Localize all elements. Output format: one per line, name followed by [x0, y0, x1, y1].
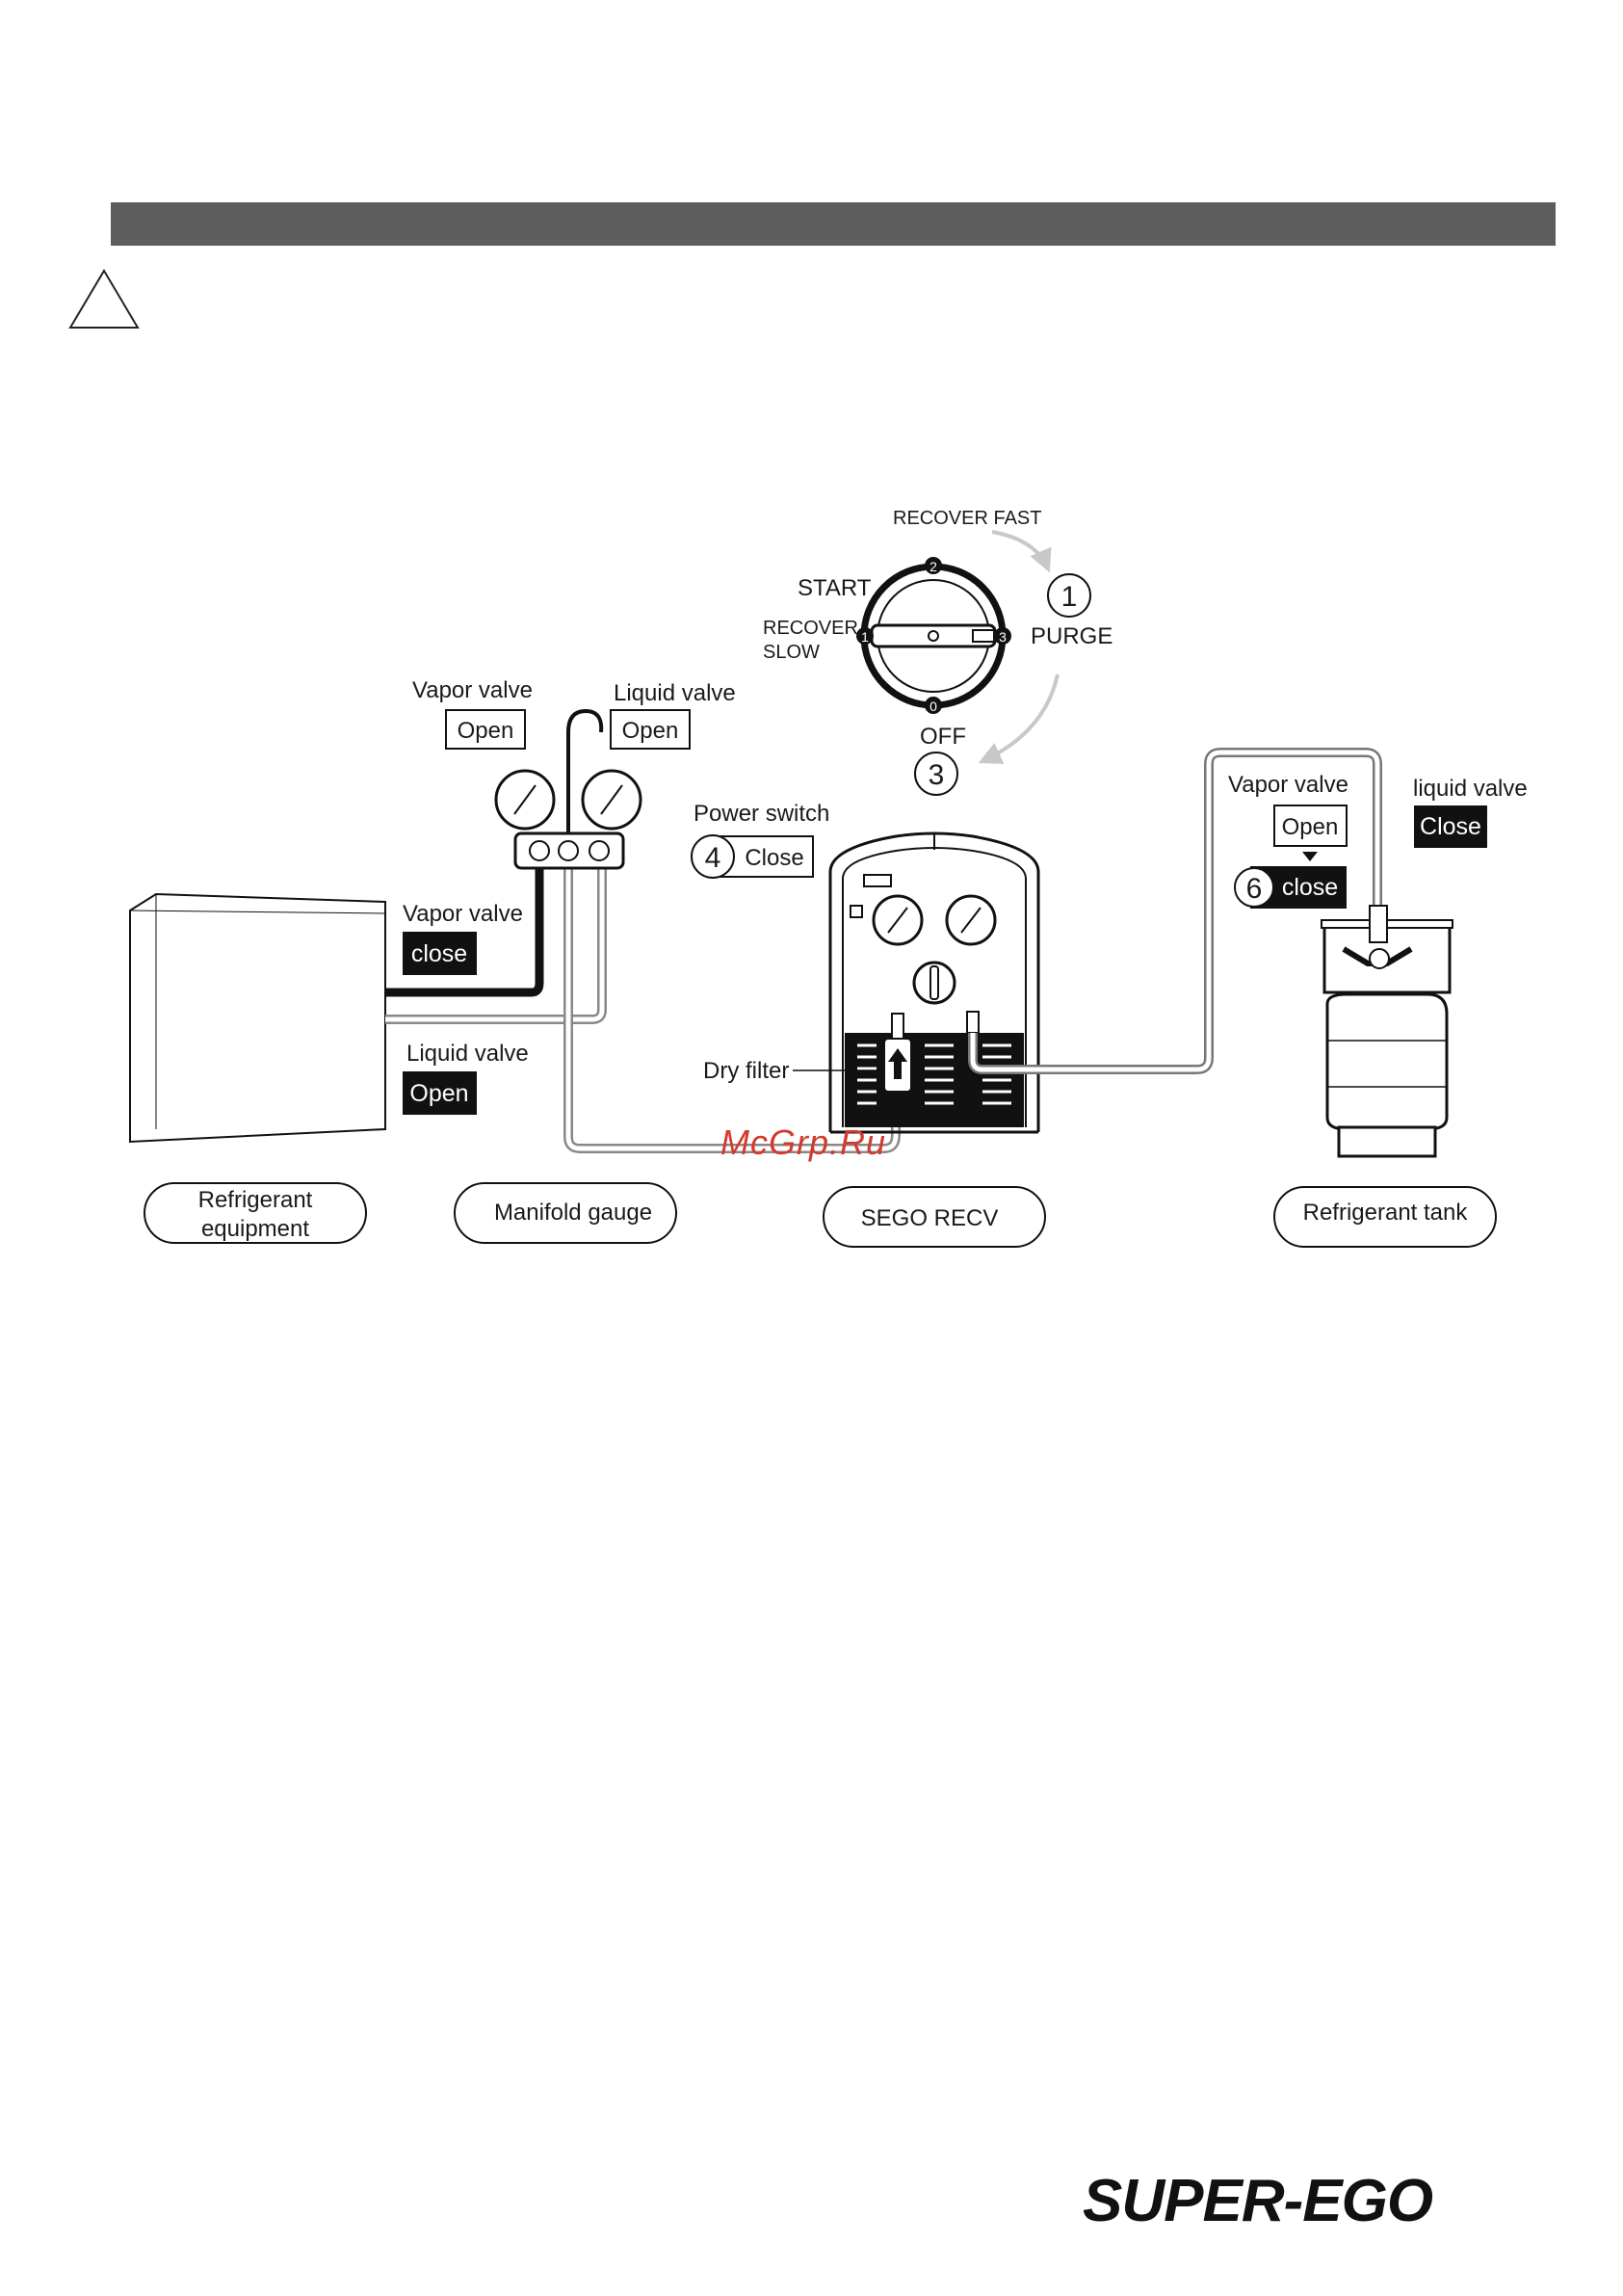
svg-text:2: 2 [929, 559, 937, 574]
svg-text:SEGO RECV: SEGO RECV [861, 1205, 999, 1231]
recover-slow-label-1: RECOVER [763, 618, 858, 639]
purge-label: PURGE [1031, 623, 1113, 649]
recover-fast-label: RECOVER FAST [893, 508, 1041, 529]
equipment-liquid-valve-label: Liquid valve [406, 1041, 529, 1067]
warning-triangle-icon [67, 268, 141, 331]
equipment-vapor-valve-state: close [411, 940, 467, 967]
manifold-liquid-valve-state: Open [622, 718, 679, 744]
svg-text:SUPER-EGO: SUPER-EGO [1083, 2168, 1433, 2233]
down-arrow-icon [1302, 852, 1318, 861]
tank-cylinder [1327, 994, 1447, 1129]
svg-text:Refrigerant tank: Refrigerant tank [1303, 1200, 1469, 1226]
power-switch-label: Power switch [694, 801, 829, 827]
tank-vapor-valve-new-state: close [1282, 874, 1338, 901]
dial-position-2: 2 [925, 557, 942, 574]
step-6-number: 6 [1246, 873, 1263, 905]
equipment-liquid-valve-state: Open [409, 1080, 468, 1107]
super-ego-logo: SUPER-EGO [1079, 2166, 1464, 2233]
tank-hose [973, 752, 1377, 1069]
off-label: OFF [920, 724, 966, 750]
rotate-arrow-top [992, 532, 1048, 568]
step-4-number: 4 [705, 842, 721, 874]
dial-position-3: 3 [994, 627, 1011, 645]
dial-position-0: 0 [925, 697, 942, 714]
svg-text:equipment: equipment [201, 1216, 309, 1242]
svg-text:0: 0 [929, 699, 937, 714]
svg-text:3: 3 [929, 759, 945, 791]
step-1-badge: 1 [1048, 574, 1090, 617]
manifold-liquid-valve-label: Liquid valve [614, 680, 736, 706]
caption-refrigerant-equipment: Refrigerant equipment [144, 1183, 366, 1243]
watermark: McGrp.Ru [720, 1122, 886, 1163]
refrigerant-tank [1322, 906, 1453, 1156]
selector-dial: RECOVER FAST START RECOVER SLOW PURGE OF… [763, 508, 1113, 795]
caption-manifold-gauge: Manifold gauge [455, 1183, 676, 1243]
sego-recv-unit [830, 833, 1038, 1132]
start-label: START [798, 575, 872, 601]
tank-liquid-valve-label: liquid valve [1413, 776, 1528, 802]
refrigerant-equipment [130, 894, 385, 1142]
power-switch-state: Close [745, 845, 803, 871]
svg-text:1: 1 [1061, 581, 1078, 613]
caption-refrigerant-tank: Refrigerant tank [1274, 1187, 1496, 1247]
section-header-bar [111, 202, 1556, 246]
rotate-arrow-bottom [982, 674, 1058, 761]
caption-sego-recv: SEGO RECV [824, 1187, 1045, 1247]
svg-text:Refrigerant: Refrigerant [198, 1187, 313, 1213]
svg-text:1: 1 [861, 629, 869, 645]
tank-vapor-valve-label: Vapor valve [1228, 772, 1348, 798]
manifold-vapor-valve-state: Open [458, 718, 514, 744]
recover-slow-label-2: SLOW [763, 642, 820, 663]
dry-filter-label: Dry filter [703, 1058, 789, 1084]
tank-liquid-valve-state: Close [1420, 813, 1481, 840]
tank-vapor-valve-state: Open [1282, 814, 1339, 840]
manifold-vapor-valve-label: Vapor valve [412, 677, 533, 703]
dial-position-1: 1 [856, 627, 874, 645]
svg-text:Manifold gauge: Manifold gauge [494, 1200, 652, 1226]
step-3-badge: 3 [915, 752, 957, 795]
svg-text:3: 3 [999, 629, 1007, 645]
equipment-vapor-valve-label: Vapor valve [403, 901, 523, 927]
